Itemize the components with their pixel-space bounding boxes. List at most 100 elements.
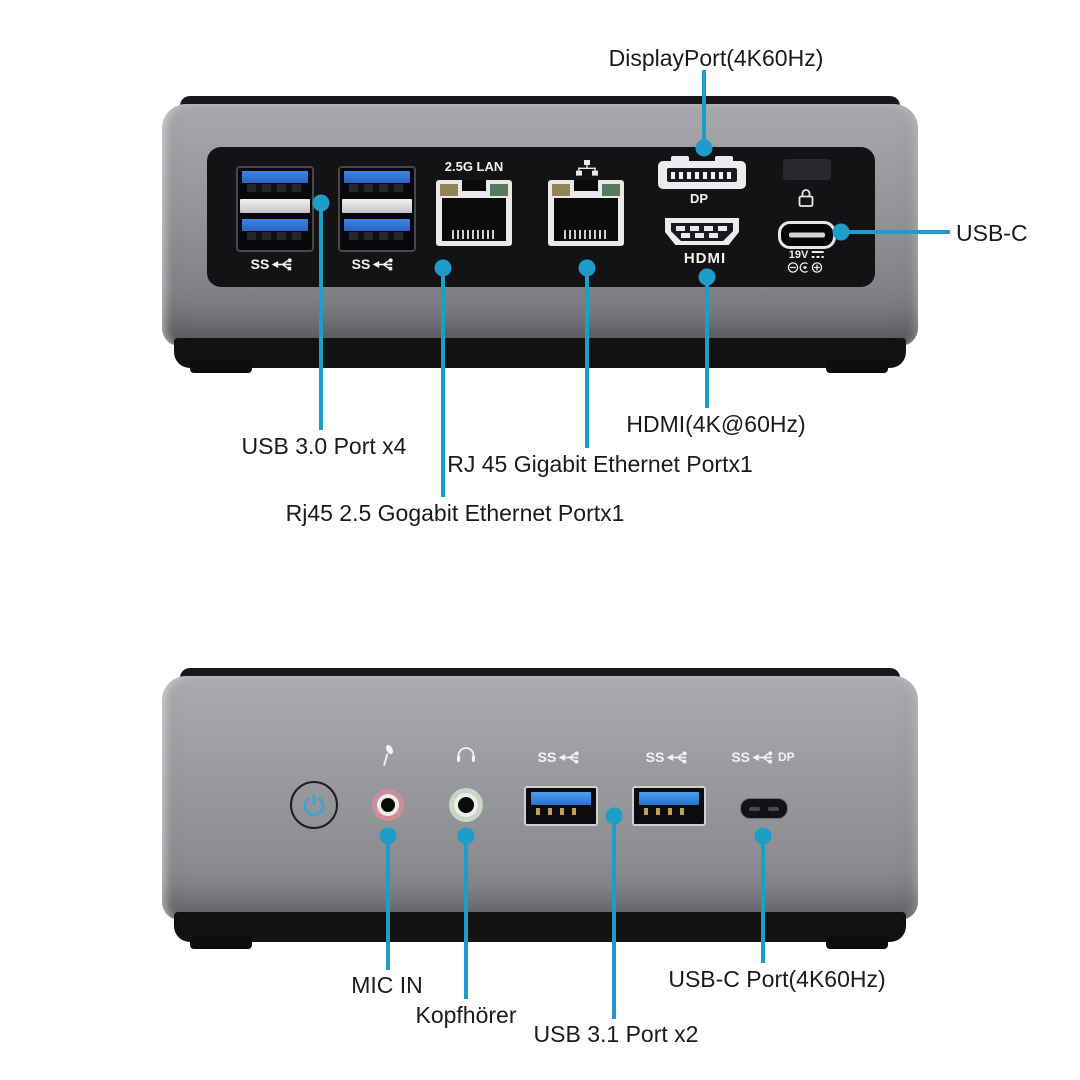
usbc-inner-bar (789, 232, 825, 238)
dp-tab (715, 156, 733, 163)
polarity-icon (787, 262, 823, 273)
usb-contacts (349, 184, 405, 192)
headphone-icon (457, 747, 475, 762)
usb-contacts (644, 808, 690, 815)
usb-trident-icon (372, 257, 393, 270)
usb-tab (639, 792, 699, 805)
lan-led (602, 184, 620, 196)
callout-hdmi: HDMI(4K@60Hz) (626, 411, 806, 437)
ethernet-network-icon (576, 160, 598, 176)
usb3-port (340, 168, 414, 196)
power-input-label: 19V (789, 249, 824, 261)
hdmi-teeth (681, 233, 723, 238)
usbc-dash (749, 806, 760, 811)
power-icon (303, 793, 325, 817)
usb-trident-icon (752, 750, 773, 763)
usb3-port (238, 168, 312, 196)
dc-symbol-icon (811, 250, 824, 260)
lan-led (440, 184, 458, 196)
superspeed-dp-icon: SS DP (731, 749, 794, 765)
hdmi-port (665, 218, 739, 245)
back-port-panel (207, 147, 875, 287)
callout-usbc-front: USB-C Port(4K60Hz) (668, 966, 886, 992)
lan-speed-label: 2.5G LAN (444, 159, 504, 174)
displayport-port (658, 156, 746, 189)
rj45-notch (462, 180, 486, 191)
front-device-foot-right (826, 936, 888, 949)
callout-line-hdmi (705, 277, 709, 408)
usb-trident-icon (666, 750, 687, 763)
usb-tab (242, 171, 308, 183)
superspeed-usb-icon: SS (538, 749, 583, 765)
callout-dot-usbc-back (832, 223, 850, 241)
lan-led (552, 184, 570, 196)
callout-rj45-25g: Rj45 2.5 Gogabit Ethernet Portx1 (285, 500, 625, 526)
callout-usb30: USB 3.0 Port x4 (241, 433, 407, 459)
usb31-port-1 (524, 786, 598, 826)
ss-label: SS (351, 256, 371, 272)
voltage-label: 19V (788, 249, 809, 261)
usbc-dash (768, 806, 779, 811)
headphone-jack (449, 788, 483, 822)
hdmi-port-label: HDMI (683, 250, 727, 267)
dp-alt-mode-label: DP (778, 750, 795, 764)
usb-contacts (247, 184, 303, 192)
callout-line-rj45-25g (441, 268, 445, 497)
usb31-port-2 (632, 786, 706, 826)
lock-icon (798, 189, 814, 207)
ss-label: SS (537, 749, 557, 765)
back-device-foot-left (190, 360, 252, 373)
callout-dot-displayport (695, 139, 713, 157)
callout-headphone: Kopfhörer (415, 1002, 517, 1028)
jack-hole (458, 797, 474, 813)
usb-divider (240, 199, 310, 213)
callout-line-mic (386, 836, 390, 970)
usb-contacts (536, 808, 582, 815)
front-device-base (174, 912, 906, 942)
callout-displayport: DisplayPort(4K60Hz) (608, 45, 824, 71)
rj45-port-gigabit (548, 180, 624, 246)
usb-c-port-back (778, 221, 836, 249)
callout-line-usb30 (319, 203, 323, 430)
ss-label: SS (731, 749, 751, 765)
superspeed-usb-icon: SS (352, 256, 397, 272)
superspeed-usb-icon: SS (646, 749, 691, 765)
usb-c-port-front (740, 798, 788, 819)
usb3-port-stack-1 (236, 166, 314, 252)
callout-line-displayport (702, 70, 706, 148)
usb-tab (344, 171, 410, 183)
ss-label: SS (250, 256, 270, 272)
usb-tab (344, 219, 410, 231)
usb-tab (531, 792, 591, 805)
callout-line-usb31 (612, 816, 616, 1019)
usb-trident-icon (558, 750, 579, 763)
rj45-notch (574, 180, 598, 191)
rj45-port-2-5g (436, 180, 512, 246)
usb-contacts (349, 232, 405, 240)
usb-divider (342, 199, 412, 213)
usb-trident-icon (271, 257, 292, 270)
back-device-foot-right (826, 360, 888, 373)
superspeed-usb-icon: SS (251, 256, 296, 272)
mic-jack (372, 789, 404, 821)
callout-mic: MIC IN (351, 972, 423, 998)
back-device-base (174, 338, 906, 368)
usb3-port-stack-2 (338, 166, 416, 252)
callout-line-headphone (464, 836, 468, 999)
ss-label: SS (645, 749, 665, 765)
dp-port-label: DP (689, 191, 709, 206)
callout-rj45-gigabit: RJ 45 Gigabit Ethernet Portx1 (447, 451, 753, 477)
lan-led (490, 184, 508, 196)
usb3-port (340, 216, 414, 244)
rj45-pins (564, 230, 608, 239)
callout-line-usbc-front (761, 836, 765, 963)
usb3-port (238, 216, 312, 244)
callout-usbc-back: USB-C (956, 220, 1028, 246)
rj45-pins (452, 230, 496, 239)
jack-hole (381, 798, 395, 812)
dp-tab (671, 156, 689, 163)
usb-contacts (247, 232, 303, 240)
usb-tab (242, 219, 308, 231)
callout-line-usbc-back (849, 230, 950, 234)
